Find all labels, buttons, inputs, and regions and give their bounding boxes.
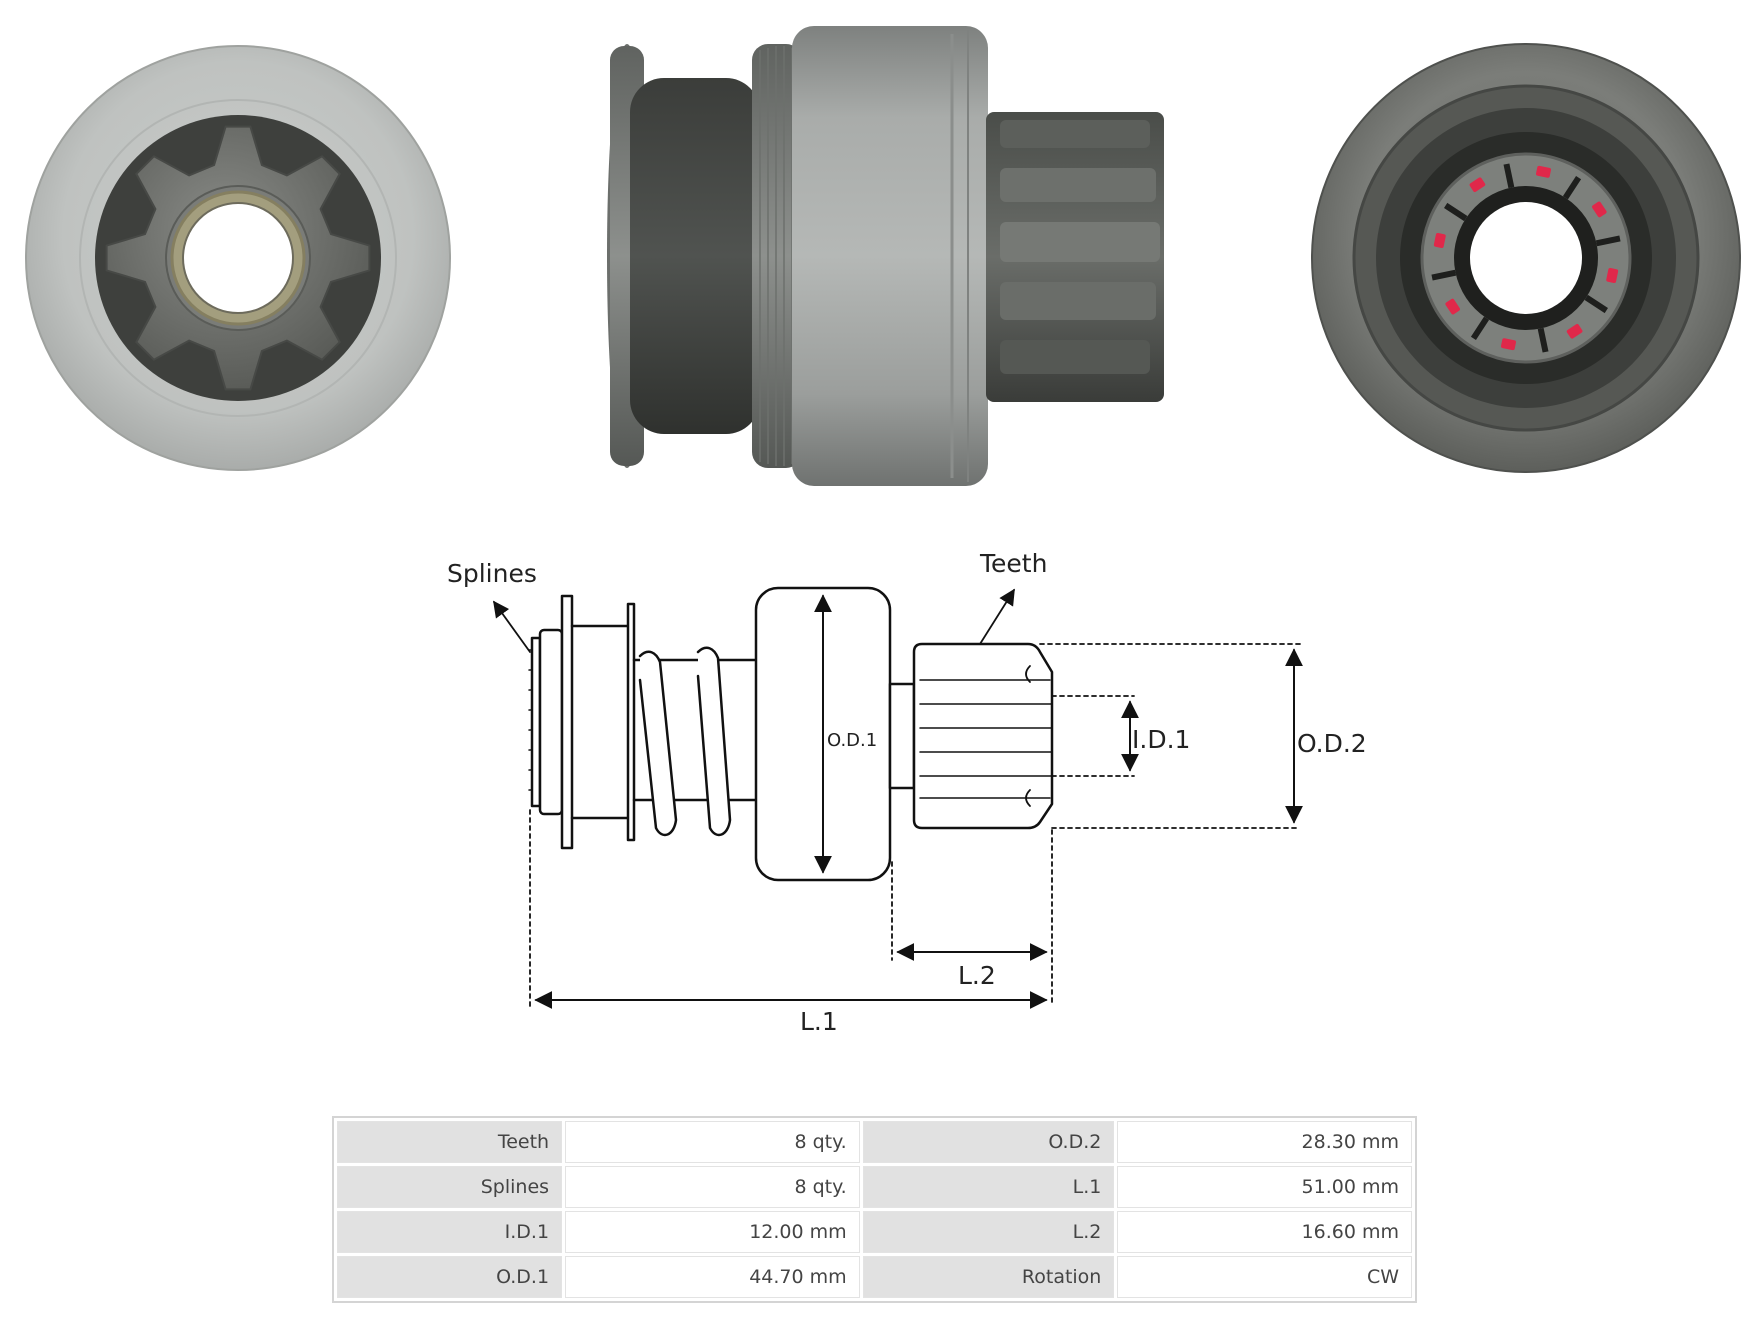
photo-front-view bbox=[25, 45, 451, 471]
label-splines: Splines bbox=[447, 559, 537, 588]
spec-label-cell: Rotation bbox=[862, 1256, 1115, 1298]
spline-mark bbox=[1433, 233, 1446, 248]
spec-value-cell: 8 qty. bbox=[565, 1166, 860, 1208]
drawing-labels: Splines Teeth O.D.1 I.D.1 O.D.2 L.2 L.1 bbox=[447, 549, 1367, 1036]
photo-side-view bbox=[607, 26, 1164, 486]
spec-label-cell: O.D.2 bbox=[862, 1121, 1115, 1163]
spec-value-cell: CW bbox=[1117, 1256, 1412, 1298]
label-teeth: Teeth bbox=[979, 549, 1047, 578]
label-od1: O.D.1 bbox=[827, 730, 877, 751]
spec-value-cell: 44.70 mm bbox=[565, 1256, 860, 1298]
spline-groove bbox=[1470, 316, 1490, 340]
spline-mark bbox=[1445, 298, 1460, 315]
rear-spline-marks bbox=[1431, 163, 1621, 353]
spline-groove bbox=[1431, 269, 1457, 281]
spline-mark bbox=[1469, 177, 1486, 192]
spline-mark bbox=[1536, 165, 1551, 178]
technical-drawing bbox=[493, 586, 1303, 1009]
spec-label-cell: Splines bbox=[337, 1166, 563, 1208]
side-pinion-teeth bbox=[1000, 120, 1160, 374]
photo-rear-view bbox=[1311, 43, 1741, 473]
label-l1: L.1 bbox=[800, 1007, 838, 1036]
spec-value-cell: 12.00 mm bbox=[565, 1211, 860, 1253]
spec-value-cell: 16.60 mm bbox=[1117, 1211, 1412, 1253]
label-od2: O.D.2 bbox=[1297, 729, 1367, 758]
spec-value-cell: 51.00 mm bbox=[1117, 1166, 1412, 1208]
spec-label-cell: L.1 bbox=[862, 1166, 1115, 1208]
spec-label-cell: I.D.1 bbox=[337, 1211, 563, 1253]
spline-groove bbox=[1584, 294, 1608, 314]
spline-groove bbox=[1562, 176, 1582, 200]
spec-label-cell: O.D.1 bbox=[337, 1256, 563, 1298]
spline-groove bbox=[1444, 202, 1468, 222]
spline-groove bbox=[1595, 235, 1621, 247]
spec-label-cell: Teeth bbox=[337, 1121, 563, 1163]
spec-value-cell: 8 qty. bbox=[565, 1121, 860, 1163]
label-l2: L.2 bbox=[958, 961, 996, 990]
spline-mark bbox=[1592, 201, 1607, 218]
spec-value-cell: 28.30 mm bbox=[1117, 1121, 1412, 1163]
label-id1: I.D.1 bbox=[1132, 725, 1190, 754]
spline-mark bbox=[1606, 268, 1619, 283]
spline-groove bbox=[1503, 163, 1515, 189]
spline-mark bbox=[1566, 324, 1583, 339]
spline-mark bbox=[1501, 338, 1516, 351]
spline-groove bbox=[1537, 327, 1549, 353]
spec-label-cell: L.2 bbox=[862, 1211, 1115, 1253]
